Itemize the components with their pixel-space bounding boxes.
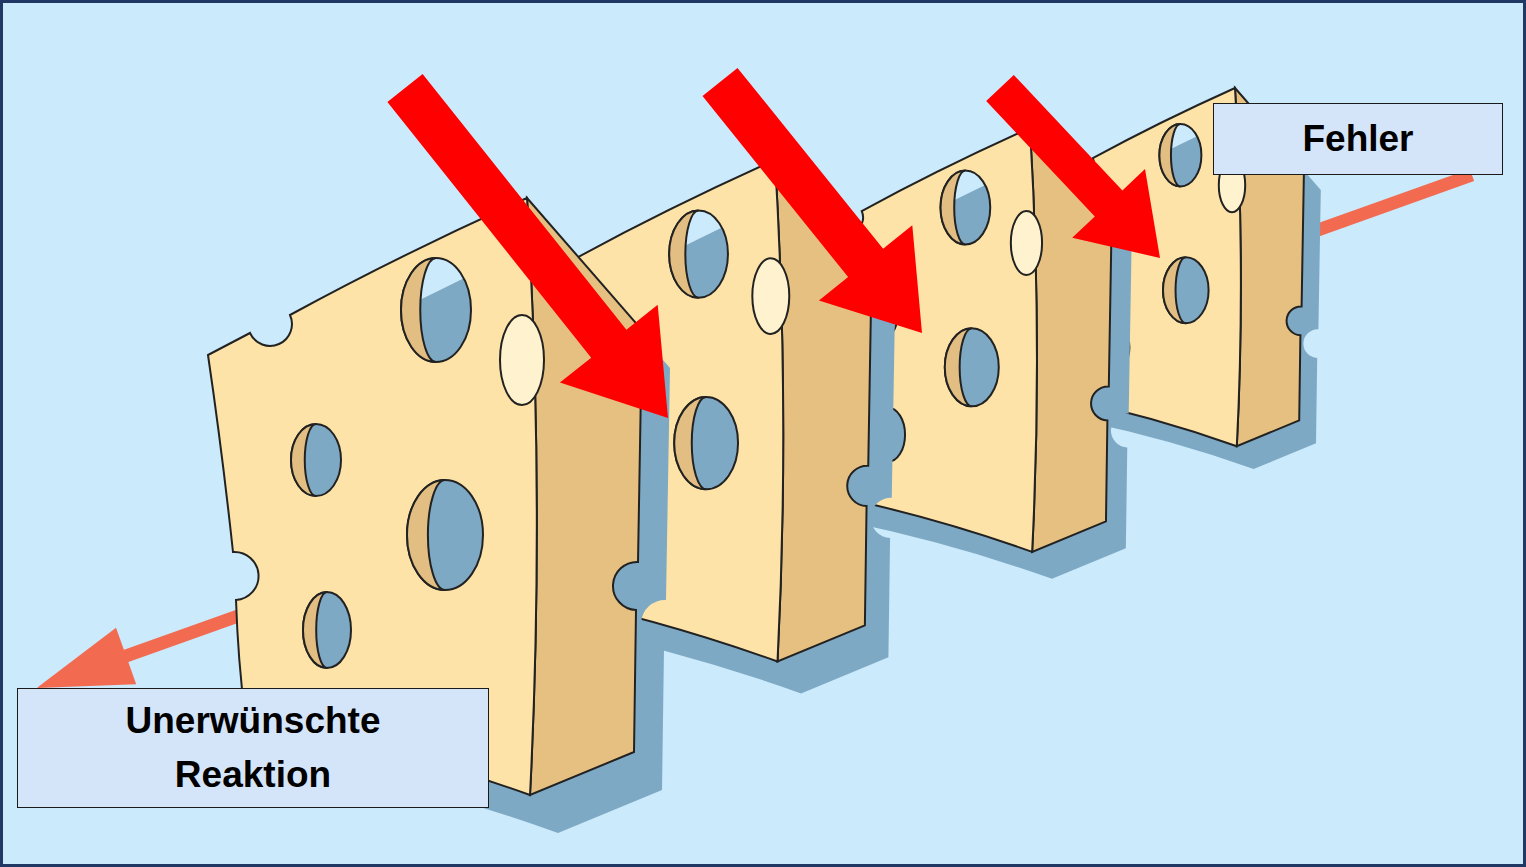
- box-label: Fehler: [1302, 112, 1413, 166]
- label-box: Fehler: [1213, 103, 1503, 175]
- hazard-arrow: [387, 74, 668, 418]
- arrow-head: [37, 628, 137, 688]
- box-label: Unerwünschte Reaktion: [103, 694, 403, 801]
- hazard-arrow: [986, 75, 1160, 258]
- label-box: Unerwünschte Reaktion: [17, 688, 489, 808]
- hazard-arrow: [703, 68, 923, 333]
